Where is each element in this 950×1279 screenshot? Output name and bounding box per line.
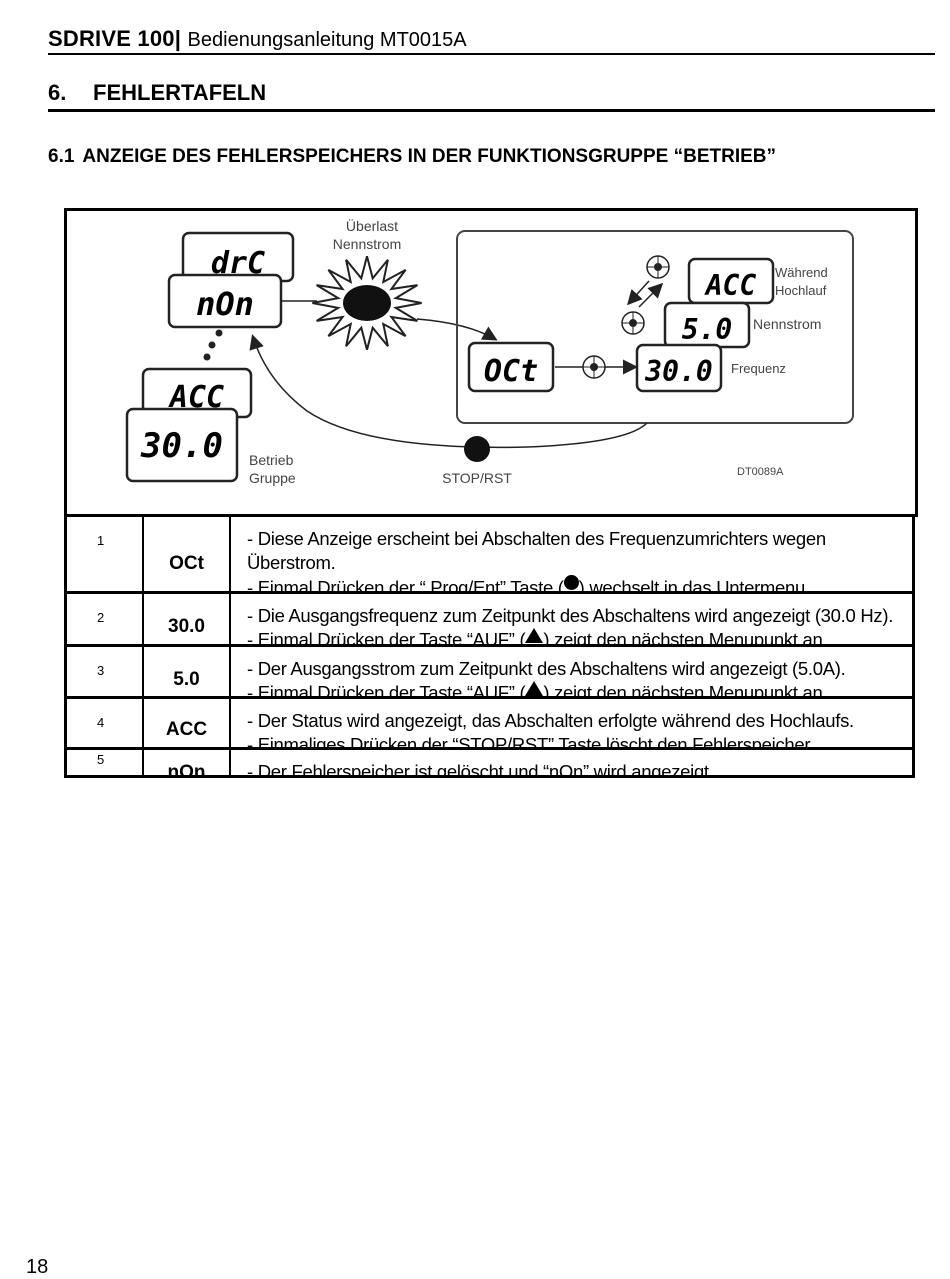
fault-table: 1 OCt - Diese Anzeige erscheint bei Absc…: [64, 514, 915, 778]
up-arrow-icon: [525, 681, 544, 696]
row-text: - Die Ausgangsfrequenz zum Zeitpunkt des…: [247, 604, 908, 644]
row-text-line-cut: - Einmal Drücken der Taste “AUF” () zeig…: [247, 681, 823, 696]
right-label-freq: Frequenz: [731, 361, 786, 376]
group-label-2: Gruppe: [249, 470, 296, 486]
row-code: OCt: [169, 553, 204, 574]
table-row: 1 OCt - Diese Anzeige erscheint bei Absc…: [64, 514, 915, 591]
display-oct: [467, 341, 555, 393]
section-heading: 6. FEHLERTAFELN: [48, 80, 935, 112]
row-code: 5.0: [173, 669, 200, 690]
display-freq-right-text: 30.0: [644, 355, 712, 388]
right-label-during: Während: [775, 265, 828, 280]
figure-code: DT0089A: [737, 466, 784, 478]
row-text-line: - Der Ausgangsstrom zum Zeitpunkt des Ab…: [247, 658, 846, 679]
document-subtitle: Bedienungsanleitung MT0015A: [187, 29, 467, 51]
section-title: FEHLERTAFELN: [93, 80, 267, 105]
display-freq-right: [635, 343, 723, 393]
subsection-title: ANZEIGE DES FEHLERSPEICHERS IN DER FUNKT…: [82, 146, 776, 167]
right-label-accel: Hochlauf: [775, 283, 827, 298]
dot: [203, 353, 211, 361]
display-acc-right-text: ACC: [704, 269, 757, 302]
dial-icon: [582, 355, 606, 379]
table-row: 3 5.0 - Der Ausgangsstrom zum Zeitpunkt …: [64, 644, 915, 696]
table-row: 4 ACC - Der Status wird angezeigt, das A…: [64, 696, 915, 747]
row-text: - Der Fehlerspeicher ist gelöscht und “n…: [247, 760, 908, 775]
fault-menu-frame: [456, 230, 854, 424]
subsection-number: 6.1: [48, 146, 75, 167]
row-text: - Der Ausgangsstrom zum Zeitpunkt des Ab…: [247, 657, 908, 696]
dial-icon-down: [621, 311, 645, 335]
up-arrow-icon: [525, 628, 544, 643]
display-freq-left-text: 30.0: [140, 426, 223, 466]
table-row: 2 30.0 - Die Ausgangsfrequenz zum Zeitpu…: [64, 591, 915, 644]
display-freq-left: [125, 407, 239, 483]
display-oct-text: OCt: [484, 354, 538, 389]
dot: [215, 329, 223, 337]
row-number: 2: [97, 610, 105, 625]
dot-button-icon: [563, 575, 579, 590]
row-text-line: - Diese Anzeige erscheint bei Abschalten…: [247, 528, 826, 549]
arrow-down: [626, 280, 650, 306]
row-text-line: Überstrom.: [247, 552, 336, 573]
row-number: 5: [97, 752, 105, 767]
page-number: 18: [26, 1256, 49, 1278]
row-text-line-cut: - Einmal Drücken der Taste “AUF” () zeig…: [247, 628, 823, 644]
overload-starburst: [312, 255, 422, 351]
stop-rst-button-icon: [464, 436, 490, 462]
row-text: - Der Status wird angezeigt, das Abschal…: [247, 709, 908, 747]
dot: [208, 341, 216, 349]
group-label-1: Betrieb: [249, 452, 294, 468]
display-non-text: nOn: [196, 285, 254, 323]
arrow-up: [638, 282, 664, 308]
row-text-line-cut: - Der Fehlerspeicher ist gelöscht und “n…: [247, 761, 709, 775]
section-number: 6.: [48, 80, 67, 105]
overload-label-1: Überlast: [346, 217, 398, 234]
overload-label-2: Nennstrom: [333, 236, 401, 252]
subsection-heading: 6.1 ANZEIGE DES FEHLERSPEICHERS IN DER FU…: [48, 146, 776, 168]
row-text-line-cut: - Einmaliges Drücken der “STOP/RST” Tast…: [247, 734, 811, 747]
arrow-to-fault: [416, 318, 498, 341]
row-number: 1: [97, 533, 105, 548]
row-text-line-cut: - Einmal Drücken der “ Prog/Ent” Taste (…: [247, 575, 806, 591]
fault-memory-diagram: drC nOn ACC 30.0 Betrieb Gruppe Überlast…: [64, 208, 918, 517]
row-code: 30.0: [168, 616, 205, 637]
row-text-line: - Die Ausgangsfrequenz zum Zeitpunkt des…: [247, 605, 894, 626]
table-bottom-border: [64, 775, 915, 778]
row-code: nOn: [167, 762, 206, 775]
brand-title: SDRIVE 100|: [48, 26, 182, 51]
display-current-right-text: 5.0: [682, 313, 733, 346]
stop-rst-label: STOP/RST: [442, 470, 512, 486]
row-number: 4: [97, 715, 105, 730]
table-row: 5 nOn - Der Fehlerspeicher ist gelöscht …: [64, 747, 915, 775]
row-text: - Diese Anzeige erscheint bei Abschalten…: [247, 527, 908, 591]
return-arrow: [249, 334, 648, 449]
row-number: 3: [97, 663, 105, 678]
row-code: ACC: [165, 719, 208, 740]
right-label-current: Nennstrom: [753, 316, 821, 332]
dial-icon-up: [646, 255, 670, 279]
page-header: SDRIVE 100| Bedienungsanleitung MT0015A: [48, 26, 935, 55]
row-text-line: - Der Status wird angezeigt, das Abschal…: [247, 710, 854, 731]
